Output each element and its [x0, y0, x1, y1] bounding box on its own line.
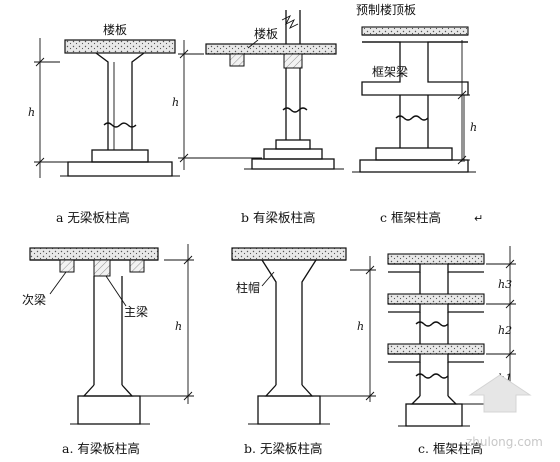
bot-c-column-1 — [419, 362, 449, 396]
top-a-slab — [64, 39, 176, 54]
bot-a-main-beam — [93, 259, 111, 277]
bot-a-secondary-beam — [59, 259, 75, 273]
bot-c-slab-1 — [387, 343, 485, 355]
bot-c-column-2 — [419, 312, 449, 344]
top-a-footing-upper — [91, 149, 149, 163]
bot-c-h2-label: h2 — [498, 324, 512, 337]
top-b-break-symbol — [282, 107, 308, 113]
top-c-column — [399, 95, 429, 148]
top-a-footing-lower — [67, 161, 173, 177]
bot-c-footing — [405, 403, 463, 427]
bot-a-beam-slab-figure: h 次梁 主梁 a. 有梁板柱高 — [22, 244, 194, 456]
bot-b-flat-slab-figure: h 柱帽 b. 无梁板柱高 — [231, 247, 376, 456]
top-b-main-beam — [283, 53, 303, 69]
top-c-precast-slab — [361, 26, 469, 36]
top-b-slab-label: 楼板 — [254, 26, 278, 41]
top-c-frame-beam-label: 框架梁 — [372, 64, 408, 79]
top-a-slab-label: 楼板 — [103, 22, 127, 37]
top-c-frame-figure: h 预制楼顶板 框架梁 c 框架柱高 ↵ — [352, 2, 483, 225]
top-a-flat-slab-figure: h 楼板 a 无梁板柱高 — [28, 22, 180, 225]
svg-text:↵: ↵ — [474, 212, 483, 225]
bot-c-column-3 — [419, 272, 449, 294]
top-a-column-cap — [95, 52, 145, 150]
top-b-secondary-beam — [229, 53, 245, 67]
caption-top-c: c 框架柱高 — [380, 210, 441, 225]
bot-c-slab-2 — [387, 293, 485, 305]
bot-a-main-beam-label: 主梁 — [124, 304, 148, 319]
top-b-slab — [205, 43, 337, 55]
bot-c-slab-3 — [387, 253, 485, 265]
top-b-upper-column — [285, 10, 301, 44]
top-c-h-label: h — [470, 121, 477, 134]
caption-top-b: b 有梁板柱高 — [241, 210, 315, 225]
bot-c-h3-label: h3 — [498, 278, 512, 291]
top-c-precast-label: 预制楼顶板 — [356, 2, 416, 17]
caption-bot-b: b. 无梁板柱高 — [244, 441, 322, 456]
bot-a-column — [93, 276, 123, 385]
bot-c-frame-figure: h3 h2 h1 c. 框架柱高 — [387, 246, 516, 456]
bot-b-footing — [257, 395, 321, 425]
bot-b-column-cap-label: 柱帽 — [236, 280, 260, 295]
caption-bot-c: c. 框架柱高 — [418, 441, 483, 456]
top-b-beam-slab-figure: h 楼板 b 有梁板柱高 — [172, 10, 344, 225]
caption-top-a: a 无梁板柱高 — [56, 210, 130, 225]
bot-a-secondary-beam-label: 次梁 — [22, 292, 46, 307]
bot-a-slab — [29, 247, 159, 261]
top-a-h-label: h — [28, 106, 35, 119]
watermark-text: zhulong.com — [466, 435, 543, 449]
bot-b-column-cap — [261, 259, 317, 385]
top-c-break-symbol — [395, 115, 429, 121]
bot-a-footing — [77, 395, 141, 425]
watermark: zhulong.com — [466, 374, 543, 449]
top-a-break-symbol — [103, 122, 137, 128]
bot-b-slab — [231, 247, 347, 261]
bot-a-h-label: h — [175, 320, 182, 333]
top-b-column — [285, 68, 301, 140]
top-b-h-label: h — [172, 96, 179, 109]
watermark-logo-icon — [468, 374, 532, 413]
top-c-frame-beam — [361, 41, 469, 96]
bot-b-h-label: h — [357, 320, 364, 333]
caption-bot-a: a. 有梁板柱高 — [62, 441, 140, 456]
